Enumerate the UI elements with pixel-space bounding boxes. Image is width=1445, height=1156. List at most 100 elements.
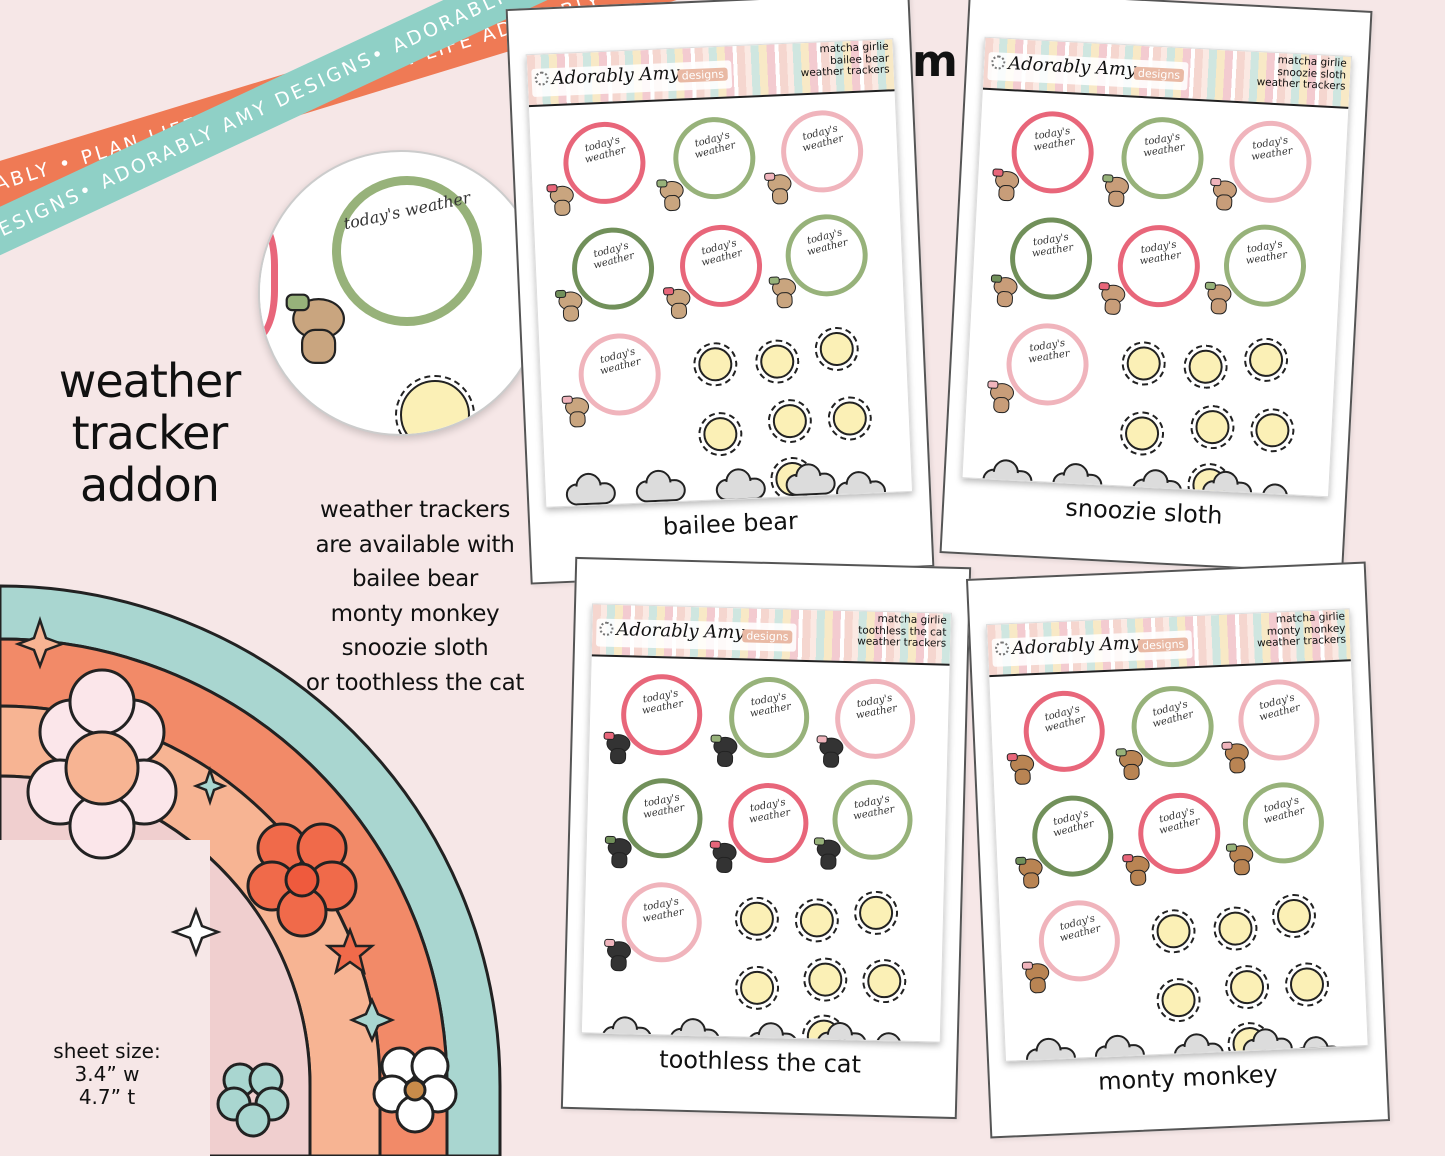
- character-icon: [1221, 741, 1250, 774]
- cloud-icon: [864, 1042, 916, 1043]
- star-icon: [324, 926, 376, 975]
- sheet-width: 3.4” w: [74, 1062, 140, 1086]
- character-icon: [1098, 282, 1126, 316]
- sun-icon: [1217, 910, 1253, 947]
- sheet-caption: bailee bear: [662, 506, 799, 541]
- cloud-icon: [835, 479, 887, 505]
- blurb-line: monty monkey: [330, 600, 500, 627]
- character-icon: [1121, 854, 1150, 887]
- tracker-label: today's weather: [641, 896, 685, 925]
- sun-icon: [1124, 415, 1160, 452]
- weather-tracker-ring: today's weather: [678, 223, 764, 309]
- weather-tracker-ring: today's weather: [1227, 118, 1314, 205]
- character-icon: [992, 168, 1020, 202]
- character-icon: [603, 939, 631, 972]
- tracker-label: today's weather: [1032, 125, 1076, 154]
- tracker-label: today's weather: [805, 227, 849, 259]
- tracker-label: today's weather: [1263, 795, 1307, 827]
- weather-tracker-ring: today's weather: [831, 778, 914, 862]
- tracker-label: today's weather: [749, 691, 792, 721]
- character-icon: [1204, 281, 1232, 315]
- sun-icon: [819, 331, 855, 367]
- character-icon: [987, 380, 1015, 414]
- sun-icon: [832, 400, 868, 437]
- rain-cloud-icon: ⁘⁘: [785, 472, 837, 508]
- zoom-tracker-ring-green: today's weather: [332, 176, 482, 326]
- zoom-bear-icon: [285, 293, 345, 364]
- character-icon: [561, 395, 590, 428]
- star-icon: [348, 996, 396, 1044]
- tracker-label: today's weather: [641, 688, 685, 718]
- weather-tracker-ring: today's weather: [1241, 780, 1327, 866]
- character-icon: [656, 179, 685, 212]
- headline-line-3: addon: [80, 458, 220, 512]
- sheet-title: matcha girlie bailee bear weather tracke…: [779, 40, 890, 80]
- sheet-title: matcha girlie snoozie sloth weather trac…: [1235, 53, 1347, 93]
- headline-line-1: weather: [58, 354, 242, 408]
- white-flower-icon: [372, 1046, 458, 1134]
- tracker-label: today's weather: [1058, 913, 1102, 945]
- headline-line-2: tracker: [71, 406, 229, 460]
- weather-tracker-ring: today's weather: [728, 676, 811, 759]
- weather-tracker-ring: today's weather: [1036, 898, 1122, 984]
- teal-flower-icon: [216, 1062, 290, 1138]
- sheet-size-note: sheet size: 3.4” w 4.7” t: [22, 1040, 192, 1109]
- sun-icon: [858, 895, 894, 930]
- sheet-title: matcha girlie toothless the cat weather …: [836, 613, 947, 650]
- rain-cloud-icon: ⁘⁘: [816, 1030, 867, 1043]
- zoom-sun-icon: [395, 375, 475, 434]
- tracker-label: today's weather: [693, 129, 737, 161]
- weather-tracker-ring: today's weather: [1030, 793, 1115, 879]
- sun-icon: [807, 962, 843, 998]
- character-icon: [768, 276, 797, 309]
- sticker-sheet: Adorably Amy designs matcha girlie monty…: [985, 608, 1369, 1062]
- brand-logo-sub: designs: [677, 67, 729, 83]
- character-icon: [603, 731, 631, 765]
- character-icon: [604, 835, 632, 869]
- sparkle-icon: [170, 906, 222, 958]
- sun-icon: [697, 346, 734, 383]
- sun-icon: [1125, 345, 1162, 382]
- tracker-label: today's weather: [1151, 699, 1195, 731]
- tracker-label: today's weather: [642, 792, 686, 822]
- tracker-label: today's weather: [801, 123, 845, 155]
- cloud-icon: [1094, 1043, 1146, 1062]
- blurb-line: weather trackers: [319, 497, 511, 523]
- character-icon: [1226, 843, 1255, 876]
- sun-icon: [1194, 409, 1231, 446]
- tracker-label: today's weather: [1031, 231, 1075, 260]
- character-icon: [1210, 177, 1238, 211]
- rain-cloud-icon: ⁘⁘: [565, 481, 617, 506]
- weather-tracker-ring: today's weather: [576, 331, 663, 418]
- weather-tracker-ring: today's weather: [833, 677, 916, 760]
- blurb-line: are available with: [315, 531, 515, 558]
- weather-tracker-ring: today's weather: [1009, 109, 1096, 196]
- cloud-icon: [1250, 492, 1303, 498]
- character-icon: [1115, 747, 1143, 780]
- weather-tracker-ring: today's weather: [1119, 115, 1206, 202]
- weather-tracker-ring: today's weather: [561, 120, 648, 206]
- character-icon: [710, 734, 738, 768]
- tracker-label: today's weather: [700, 237, 744, 269]
- weather-tracker-ring: today's weather: [1136, 791, 1222, 876]
- character-icon: [1021, 961, 1050, 994]
- sheet-height: 4.7” t: [78, 1085, 136, 1109]
- sun-icon: [702, 416, 739, 452]
- weather-tracker-ring: today's weather: [570, 225, 656, 312]
- weather-tracker-ring: today's weather: [779, 108, 865, 195]
- sun-icon: [739, 970, 775, 1006]
- tracker-label: today's weather: [851, 793, 895, 823]
- character-icon: [1102, 174, 1130, 208]
- character-icon: [990, 274, 1019, 308]
- cloud-icon: [635, 478, 687, 503]
- sun-icon: [738, 901, 774, 937]
- zoom-tracker-label: today's weather: [341, 187, 473, 234]
- tracker-label: today's weather: [1245, 239, 1288, 267]
- product-card-1: Adorably Amy designs matcha girlie baile…: [505, 0, 935, 585]
- zoom-tracker-ring-pink: [260, 214, 278, 342]
- cloud-icon: [1131, 478, 1183, 498]
- rain-cloud-icon: ⁘⁘: [1201, 479, 1253, 498]
- sparkle-icon: [192, 766, 228, 806]
- sun-icon: [1229, 969, 1266, 1005]
- tracker-label: today's weather: [1051, 808, 1095, 840]
